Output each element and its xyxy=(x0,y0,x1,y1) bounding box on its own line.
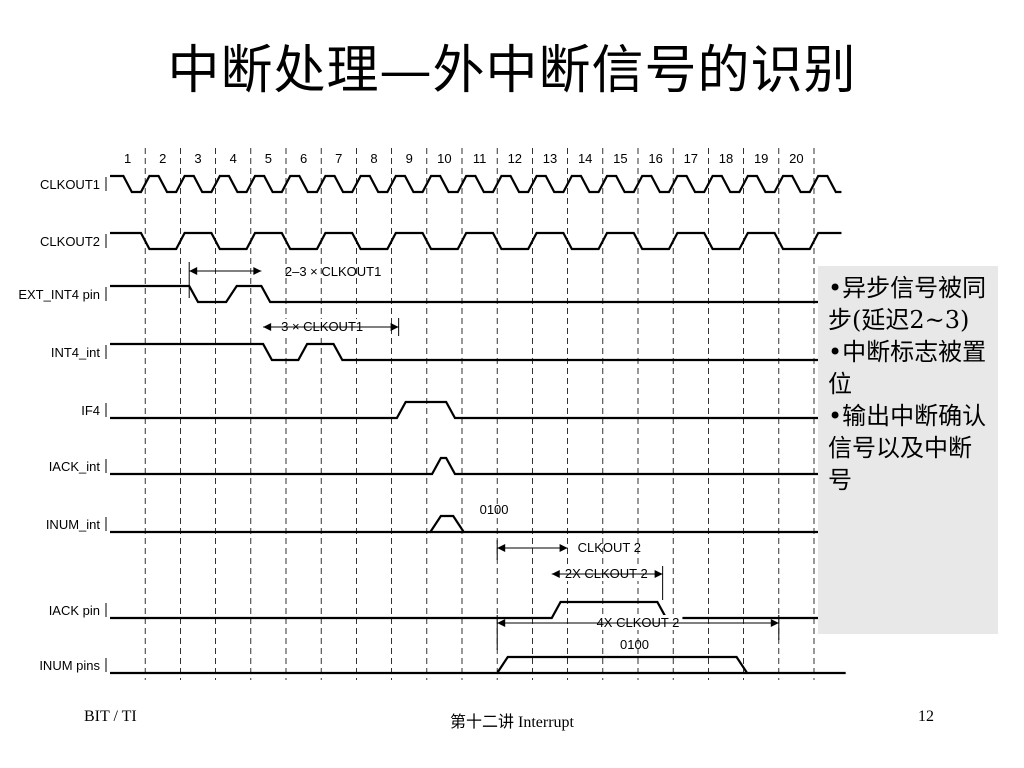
bus-inum-pins xyxy=(110,655,846,675)
cycle-number: 7 xyxy=(335,151,342,166)
signal-label: INUM_int xyxy=(46,517,101,532)
arrow-head-right-icon xyxy=(559,544,568,552)
cycle-number: 12 xyxy=(508,151,522,166)
bus-inum-int xyxy=(110,514,846,534)
arrow-head-left-icon xyxy=(263,323,272,331)
signal-label: IF4 xyxy=(81,403,100,418)
signal-label: INT4_int xyxy=(51,345,101,360)
annotation-clkout2: CLKOUT 2 xyxy=(578,540,641,555)
signal-label: CLKOUT2 xyxy=(40,234,100,249)
footer-center: 第十二讲 Interrupt xyxy=(450,714,574,731)
cycle-number: 13 xyxy=(543,151,557,166)
cycle-number: 10 xyxy=(437,151,451,166)
inum-int-value: 0100 xyxy=(480,502,509,517)
waveform-ext-int4-pin xyxy=(110,284,846,304)
arrow-head-left-icon xyxy=(497,619,506,627)
arrow-head-left-icon xyxy=(189,267,198,275)
cycle-number: 1 xyxy=(124,151,131,166)
signal-label: IACK_int xyxy=(49,459,101,474)
timing-annotations: 2–3 × CLKOUT1 3 × CLKOUT1 CLKOUT 2 2X CL… xyxy=(188,262,780,652)
cycle-number: 5 xyxy=(265,151,272,166)
waveform-int4-int xyxy=(110,342,846,362)
waveform-clkout1 xyxy=(110,174,842,194)
cycle-grid xyxy=(144,148,815,680)
inum-pins-value: 0100 xyxy=(620,637,649,652)
annotation-ext-int4-delay: 2–3 × CLKOUT1 xyxy=(285,264,381,279)
arrow-head-right-icon xyxy=(390,323,399,331)
cycle-number: 6 xyxy=(300,151,307,166)
waveform-if4 xyxy=(110,400,846,420)
cycle-number: 15 xyxy=(613,151,627,166)
footer-left: BIT / TI xyxy=(84,708,137,725)
arrow-head-left-icon xyxy=(551,570,560,578)
cycle-number: 11 xyxy=(473,151,487,166)
signal-label: EXT_INT4 pin xyxy=(18,287,100,302)
arrow-head-right-icon xyxy=(770,619,779,627)
waveform-clkout2 xyxy=(110,231,842,251)
notes-panel: •异步信号被同步(延迟2~3) •中断标志被置位 •输出中断确认信号以及中断号 xyxy=(818,266,998,634)
waveform-iack-pin xyxy=(110,600,846,620)
page-number: 12 xyxy=(918,708,934,725)
signal-label: IACK pin xyxy=(49,603,100,618)
arrow-head-right-icon xyxy=(253,267,262,275)
cycle-number: 4 xyxy=(230,151,237,166)
cycle-number: 9 xyxy=(406,151,413,166)
cycle-number: 19 xyxy=(754,151,768,166)
cycle-number: 18 xyxy=(719,151,733,166)
signal-label: INUM pins xyxy=(39,658,100,673)
cycle-number: 20 xyxy=(789,151,803,166)
note-item: •输出中断确认信号以及中断号 xyxy=(828,402,987,494)
cycle-number: 17 xyxy=(684,151,698,166)
cycle-number: 14 xyxy=(578,151,592,166)
cycle-number: 8 xyxy=(370,151,377,166)
waveforms xyxy=(105,174,846,675)
arrow-head-right-icon xyxy=(654,570,663,578)
note-item: •异步信号被同步(延迟2~3) xyxy=(828,274,987,334)
cycle-number: 16 xyxy=(648,151,662,166)
waveform-iack-int xyxy=(110,456,846,476)
signal-label: CLKOUT1 xyxy=(40,177,100,192)
cycle-number: 3 xyxy=(194,151,201,166)
arrow-head-left-icon xyxy=(497,544,506,552)
slide-title: 中断处理—外中断信号的识别 xyxy=(167,41,857,101)
note-item: •中断标志被置位 xyxy=(828,338,987,398)
cycle-number: 2 xyxy=(159,151,166,166)
